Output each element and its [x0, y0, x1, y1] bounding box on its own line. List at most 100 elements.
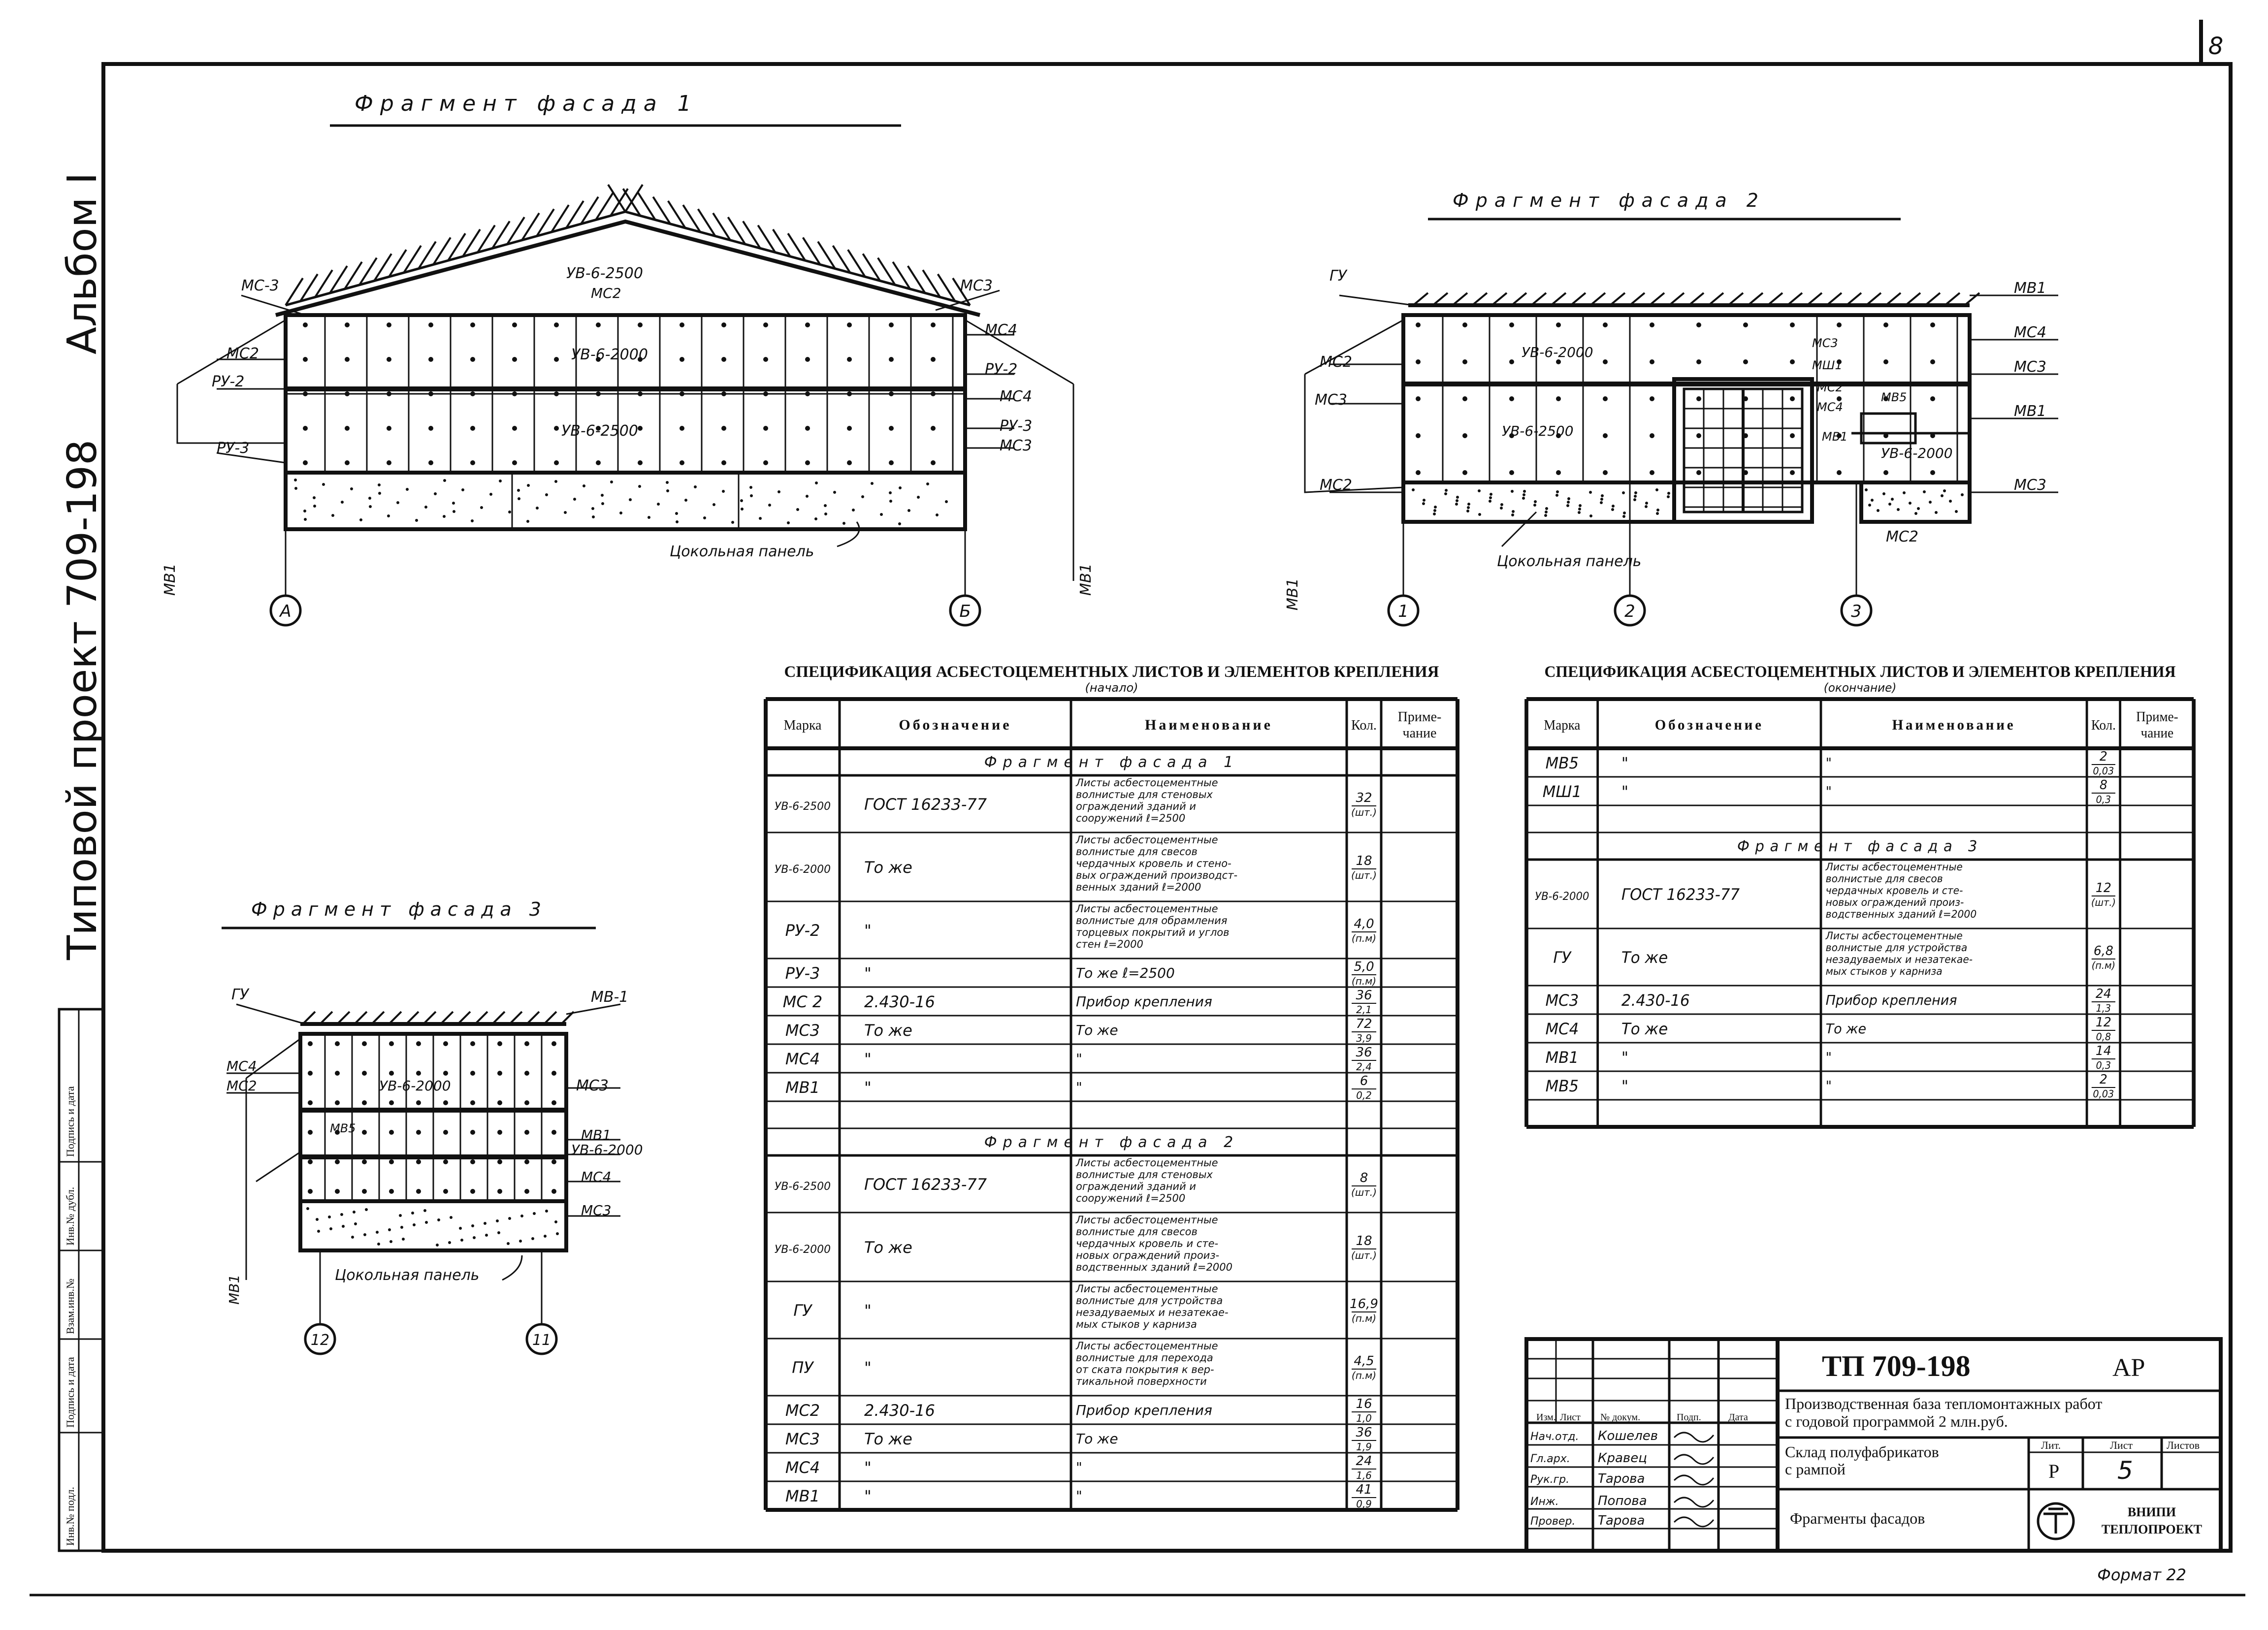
- plinth-dots-3: [306, 1207, 559, 1246]
- spec-designation: ": [1621, 1077, 1628, 1095]
- spec-name-line: волнистые для перехода: [1076, 1352, 1213, 1364]
- spec-name-line: То же: [1076, 1022, 1118, 1038]
- spec-qty-unit: (п.м): [1352, 932, 1376, 944]
- spec-designation: ": [1621, 1049, 1628, 1067]
- spec-qty: 18: [1356, 854, 1372, 868]
- spec-header-3: Кол.: [1351, 718, 1377, 733]
- spec-designation: ": [864, 1487, 872, 1505]
- spec-qty: 8: [1360, 1171, 1368, 1185]
- spec-qty-unit: (шт.): [1351, 1249, 1377, 1261]
- f2-axis-1-label: 1: [1398, 602, 1409, 621]
- spec-section-title: Фрагмент фасада 2: [984, 1134, 1239, 1151]
- f3-axis-11-label: 11: [532, 1332, 551, 1349]
- spec-qty: 24: [2096, 987, 2111, 1002]
- tb-org-2: ТЕПЛОПРОЕКТ: [2102, 1522, 2202, 1536]
- f3-axis-12: [304, 1323, 336, 1355]
- spec-name-line: ": [1826, 1050, 1832, 1066]
- spec-qty-unit: 1,6: [1356, 1470, 1372, 1481]
- tb-col-change: Изм.: [1536, 1412, 1556, 1423]
- spec-name-line: волнистые для свесов: [1076, 846, 1198, 858]
- spec-name-line: Листы асбестоцементные: [1075, 777, 1218, 789]
- tb-person: Попова: [1598, 1494, 1647, 1508]
- spec-name-line: ограждений зданий и: [1076, 1181, 1196, 1192]
- f3-axis-11: [525, 1323, 558, 1355]
- tb-role: Рук.гр.: [1530, 1473, 1569, 1486]
- spec-qty-unit: (п.м): [2092, 960, 2115, 971]
- spec-qty-unit: (шт.): [1351, 806, 1377, 818]
- f2-label-mv5: МВ5: [1881, 390, 1907, 404]
- tb-col-sheet: Лист: [1560, 1412, 1581, 1423]
- plinth-dots-2: [1412, 488, 1964, 518]
- sheet-grid-2: [1416, 315, 1958, 482]
- f3-label-ms4-right: МС4: [581, 1169, 612, 1185]
- f1-label-uv-2000: УВ-6-2000: [571, 346, 648, 363]
- side-album-title: Альбом I: [59, 172, 106, 354]
- spec-name-line: волнистые для стеновых: [1076, 1169, 1213, 1181]
- spec-mark: МВ1: [785, 1487, 820, 1505]
- spec-qty-unit: (п.м): [1352, 975, 1376, 987]
- plinth-dots-1: [294, 479, 948, 525]
- spec-name-line: То же ℓ=2500: [1076, 965, 1175, 981]
- spec-qty: 2: [2100, 749, 2107, 765]
- spec-name-line: мых стыков у карниза: [1076, 1318, 1197, 1330]
- spec-qty: 4,5: [1354, 1354, 1374, 1369]
- spec-name-line: ": [1076, 1488, 1082, 1504]
- f3-label-ms4-left: МС4: [227, 1058, 257, 1074]
- fragment-1-title: Фрагмент фасада 1: [355, 91, 698, 116]
- spec-qty-unit: 0,2: [1356, 1089, 1372, 1101]
- spec-designation: ГОСТ 16233-77: [864, 1175, 987, 1194]
- spec-subtitle: (начало): [1085, 681, 1138, 695]
- f2-label-msh1: МШ1: [1812, 358, 1843, 372]
- stamp-replace-inv: Взам.инв.№: [64, 1278, 76, 1334]
- f2-label-ms3-right: МС3: [2014, 358, 2046, 376]
- spec-mark: МС 2: [783, 992, 822, 1011]
- spec-designation: ": [864, 1050, 872, 1068]
- spec-header-note-1: Приме-: [2136, 709, 2178, 725]
- f1-label-ms2-top: МС2: [591, 285, 621, 301]
- spec-name-line: водственных зданий ℓ=2000: [1076, 1261, 1232, 1273]
- f3-label-mv1-top: МВ-1: [591, 989, 628, 1006]
- spec-mark: УВ-6-2500: [775, 1181, 831, 1193]
- spec-mark: УВ-6-2000: [775, 863, 831, 876]
- spec-header-0: Марка: [784, 718, 822, 733]
- spec-qty: 36: [1356, 1425, 1372, 1440]
- tb-col-docnum: № докум.: [1600, 1412, 1640, 1423]
- spec-section-title: Фрагмент фасада 1: [984, 754, 1239, 771]
- roof-hatch-1: [285, 184, 971, 306]
- signature: [1673, 1474, 1715, 1486]
- tb-col-sign: Подп.: [1677, 1412, 1701, 1423]
- spec-designation: То же: [864, 1021, 912, 1040]
- spec-name-line: новых ограждений произ-: [1076, 1249, 1219, 1261]
- spec-mark: МВ5: [1546, 754, 1579, 772]
- tb-people: Нач.отд.КошелевГл.арх.КравецРук.гр.Таров…: [1530, 1429, 1715, 1528]
- stamp-inv-original: Инв.№ подл.: [64, 1487, 76, 1546]
- f2-label-ms3-bottom: МС3: [2014, 477, 2046, 494]
- f1-label-mv1-right: МВ1: [1077, 563, 1095, 596]
- spec-mark: МВ1: [785, 1078, 820, 1097]
- side-project-title: Типовой проект 709-198: [59, 440, 106, 960]
- tb-object-name-2: с рампой: [1785, 1460, 1846, 1478]
- f2-label-mv1-inner: МВ1: [1822, 430, 1847, 444]
- spec-designation: ": [1621, 754, 1628, 772]
- f1-label-ms4-right: МС4: [985, 321, 1017, 339]
- spec-mark: МВ1: [1546, 1049, 1579, 1067]
- tb-sheet-name: Фрагменты фасадов: [1790, 1509, 1925, 1527]
- spec-qty-unit: (п.м): [1352, 1312, 1376, 1324]
- spec-name-line: Листы асбестоцементные: [1075, 834, 1218, 846]
- spec-qty-unit: 0,03: [2093, 1088, 2114, 1100]
- spec-name-line: То же: [1076, 1431, 1118, 1447]
- spec-header-note-2: чание: [1403, 726, 1437, 741]
- f1-label-ms4-right-2: МС4: [1000, 388, 1032, 405]
- spec-name-line: мых стыков у карниза: [1826, 965, 1943, 977]
- spec-qty: 16,9: [1350, 1297, 1378, 1311]
- spec-qty-unit: 1,3: [2096, 1003, 2111, 1014]
- spec-qty-unit: 3,9: [1356, 1032, 1372, 1044]
- spec-header-3: Кол.: [2091, 717, 2116, 733]
- spec-qty: 14: [2096, 1044, 2111, 1059]
- spec-designation: То же: [864, 1238, 912, 1257]
- spec-name-line: водственных зданий ℓ=2000: [1826, 908, 1977, 920]
- spec-qty-unit: (шт.): [1351, 869, 1377, 881]
- spec-name-line: ": [1076, 1051, 1082, 1067]
- tb-col-date: Дата: [1728, 1412, 1748, 1423]
- spec-qty-unit: 0,3: [2096, 794, 2111, 805]
